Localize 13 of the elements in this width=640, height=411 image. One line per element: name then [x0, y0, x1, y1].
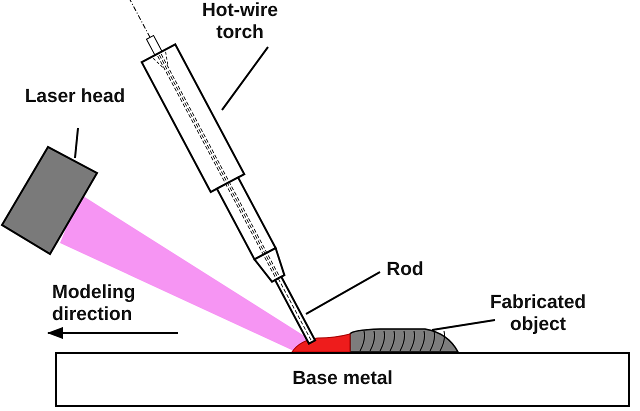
- part-label: Base metal: [291, 368, 394, 390]
- part-label: Laser head: [10, 86, 140, 108]
- part-label: Fabricated object: [478, 292, 598, 336]
- leader-line: [221, 46, 269, 111]
- hot-wire-torch-drawing: [140, 43, 286, 283]
- leader-line: [432, 319, 496, 331]
- direction-label: Modeling direction: [52, 282, 136, 326]
- part-label: Hot-wire torch: [190, 0, 290, 44]
- leader-line: [306, 271, 380, 315]
- laser-head-block: [0, 146, 98, 256]
- part-label: Rod: [380, 259, 430, 281]
- leader-line: [74, 128, 79, 158]
- base-metal-plate: [55, 352, 630, 407]
